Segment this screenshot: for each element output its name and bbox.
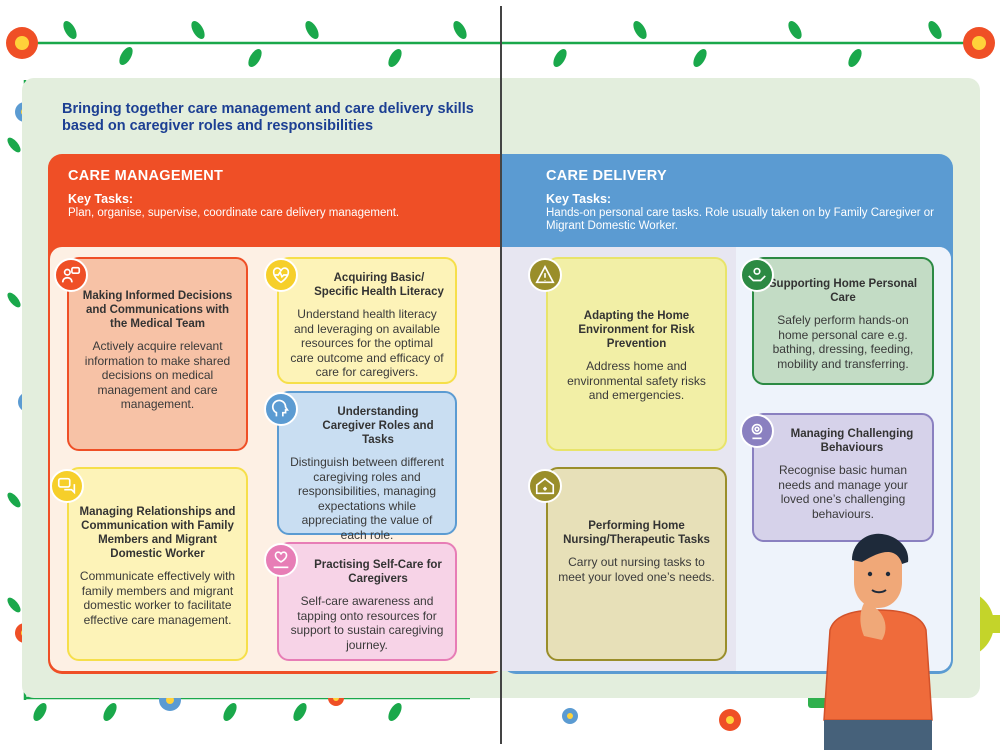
card-title: Acquiring Basic/ Specific Health Literac…	[314, 272, 444, 298]
card-body: Actively acquire relevant information to…	[84, 339, 231, 411]
care-delivery-key-tasks: Hands-on personal care tasks. Role usual…	[546, 207, 934, 232]
warning-icon	[528, 258, 562, 292]
card-body: Understand health literacy and leveragin…	[290, 307, 444, 379]
card-body: Safely perform hands-on home personal ca…	[772, 313, 914, 371]
caring-hands-icon	[740, 258, 774, 292]
card-title: Understanding Caregiver Roles and Tasks	[322, 406, 434, 446]
card-caregiver-roles: Understanding Caregiver Roles and Tasks …	[277, 391, 457, 542]
card-challenging-behaviours: Managing Challenging Behaviours Recognis…	[752, 413, 934, 542]
card-title: Adapting the Home Environment for Risk P…	[578, 310, 695, 350]
card-supporting-home-care: Supporting Home Personal Care Safely per…	[752, 257, 934, 385]
card-body: Self-care awareness and tapping onto res…	[290, 594, 444, 652]
gears-head-icon	[740, 414, 774, 448]
home-care-icon	[528, 469, 562, 503]
card-body: Carry out nursing tasks to meet your lov…	[558, 555, 715, 584]
card-body: Distinguish between different caregiving…	[290, 455, 444, 542]
card-adapting-home: Adapting the Home Environment for Risk P…	[546, 257, 727, 451]
care-management-title: CARE MANAGEMENT	[68, 168, 224, 184]
care-management-key-tasks-label: Key Tasks:	[68, 192, 134, 206]
card-title: Performing Home Nursing/Therapeutic Task…	[563, 520, 710, 546]
head-profile-icon	[264, 392, 298, 426]
card-body: Communicate effectively with family memb…	[79, 569, 236, 627]
chat-bubbles-icon	[50, 469, 84, 503]
card-body: Recognise basic human needs and manage y…	[778, 463, 908, 521]
heartbeat-icon	[264, 258, 298, 292]
card-title: Managing Challenging Behaviours	[790, 428, 914, 454]
care-delivery-title: CARE DELIVERY	[546, 168, 667, 184]
page-headline: Bringing together care management and ca…	[62, 101, 474, 134]
card-body: Address home and environmental safety ri…	[567, 359, 706, 402]
card-informed-decisions: Making Informed Decisions and Communicat…	[67, 257, 248, 451]
card-health-literacy: Acquiring Basic/ Specific Health Literac…	[277, 257, 457, 384]
page-fold-divider	[500, 6, 502, 744]
flower-top-right	[963, 27, 995, 59]
flower-top-left	[6, 27, 38, 59]
heart-hand-icon	[264, 543, 298, 577]
card-self-care: Practising Self-Care for Caregivers Self…	[277, 542, 457, 661]
card-title: Managing Relationships and Communication…	[79, 506, 236, 560]
card-title: Practising Self-Care for Caregivers	[314, 559, 442, 585]
card-managing-relationships: Managing Relationships and Communication…	[67, 467, 248, 661]
doctor-chat-icon	[54, 258, 88, 292]
card-home-nursing: Performing Home Nursing/Therapeutic Task…	[546, 467, 727, 661]
care-delivery-key-tasks-label: Key Tasks:	[546, 192, 612, 206]
card-title: Making Informed Decisions and Communicat…	[82, 290, 233, 330]
thinking-person-illustration	[823, 533, 933, 750]
card-title: Supporting Home Personal Care	[768, 278, 918, 304]
care-management-key-tasks: Plan, organise, supervise, coordinate ca…	[68, 207, 400, 219]
